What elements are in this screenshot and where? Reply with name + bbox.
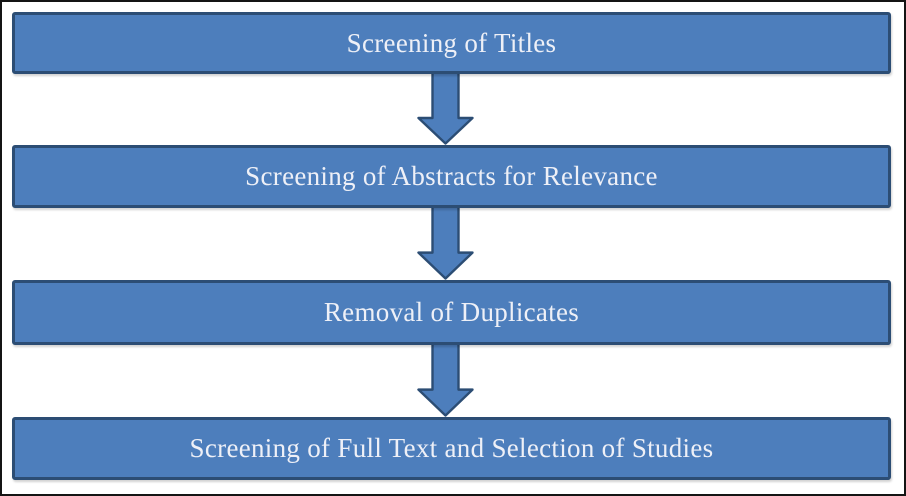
flow-step-screening-abstracts: Screening of Abstracts for Relevance xyxy=(12,145,891,208)
flow-step-label: Screening of Titles xyxy=(346,27,557,58)
flow-step-label: Screening of Abstracts for Relevance xyxy=(245,161,658,191)
flow-step-label: Removal of Duplicates xyxy=(323,297,580,327)
flow-step-label: Screening of Full Text and Selection of … xyxy=(189,433,714,463)
flow-step-removal-duplicates: Removal of Duplicates xyxy=(12,280,891,345)
down-arrow-icon xyxy=(417,345,474,417)
down-arrow-icon xyxy=(417,74,474,145)
flow-step-screening-titles: Screening of Titles xyxy=(12,12,891,74)
down-arrow-icon xyxy=(417,208,474,280)
flow-step-screening-fulltext: Screening of Full Text and Selection of … xyxy=(12,417,891,480)
